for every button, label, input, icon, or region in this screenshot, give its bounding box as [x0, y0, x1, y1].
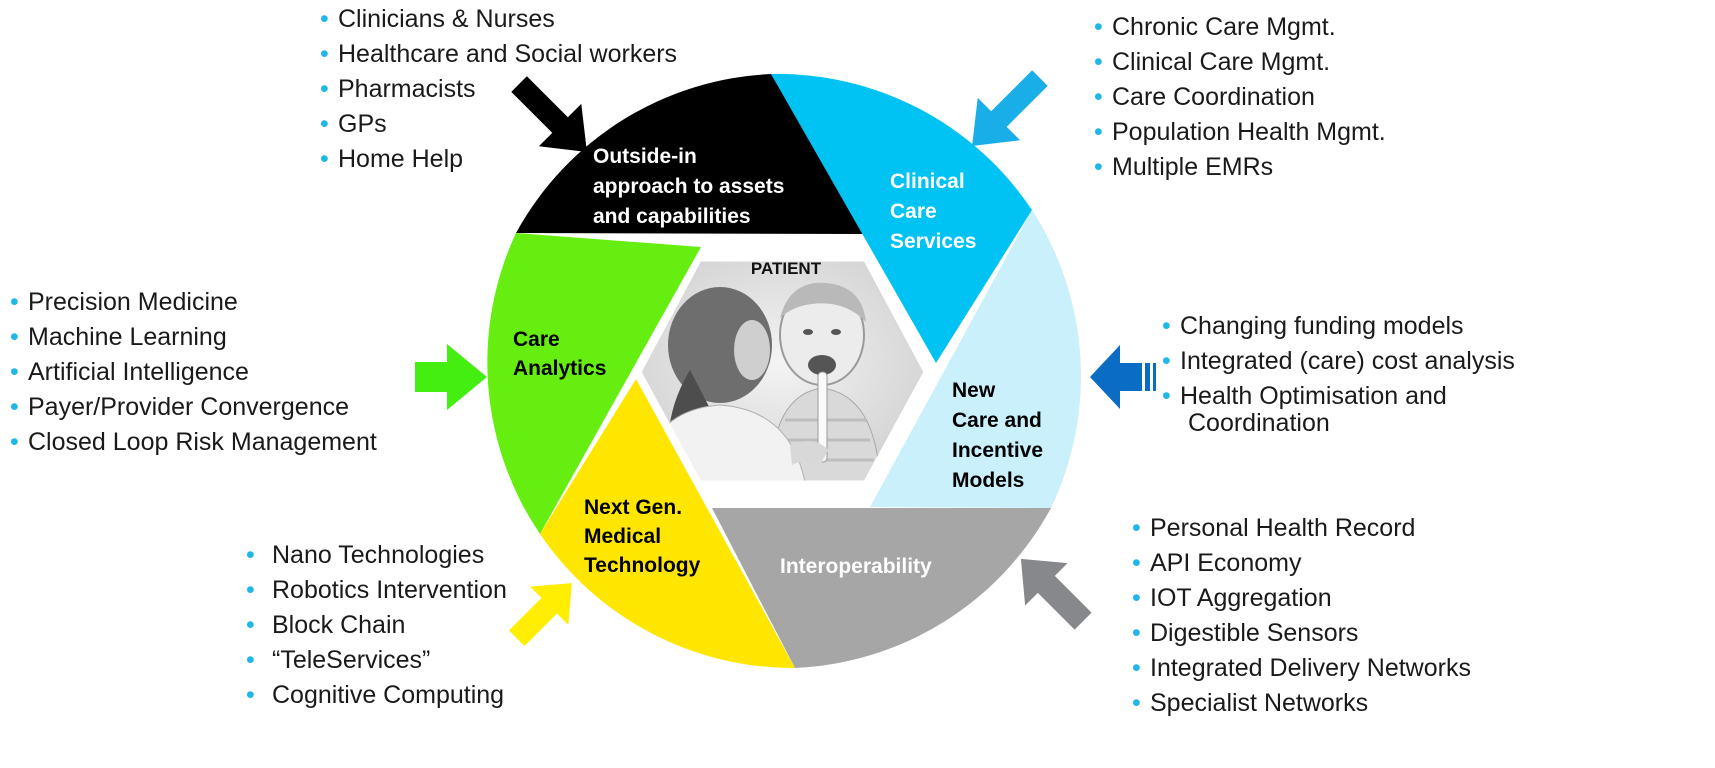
- people-list: Clinicians & Nurses Healthcare and Socia…: [316, 2, 677, 177]
- segment-care-analytics: [487, 233, 701, 534]
- arrow-interop-icon: [1020, 558, 1092, 630]
- list-item: Home Help: [316, 142, 677, 177]
- list-item: Specialist Networks: [1128, 686, 1471, 721]
- list-item: Integrated Delivery Networks: [1128, 651, 1471, 686]
- segment-outside-in: [516, 74, 866, 234]
- funding-list-continuation: Coordination: [1188, 409, 1330, 437]
- list-item: Pharmacists: [316, 72, 677, 107]
- svg-text:Technology: Technology: [584, 554, 701, 577]
- list-item: Multiple EMRs: [1090, 150, 1386, 185]
- funding-list: Changing funding models Integrated (care…: [1158, 309, 1515, 414]
- svg-text:Care: Care: [890, 200, 937, 223]
- list-item: GPs: [316, 107, 677, 142]
- list-item: Integrated (care) cost analysis: [1158, 344, 1515, 379]
- segment-interoperability: [712, 508, 1051, 668]
- list-item: Nano Technologies: [242, 538, 507, 573]
- list-item: Clinical Care Mgmt.: [1090, 45, 1386, 80]
- svg-text:Analytics: Analytics: [513, 357, 606, 380]
- svg-text:Clinical: Clinical: [890, 170, 965, 193]
- list-item: Clinicians & Nurses: [316, 2, 677, 37]
- segment-next-gen-medical-technology: [540, 379, 795, 669]
- arrow-funding-icon: [1090, 345, 1156, 409]
- list-item: Cognitive Computing: [242, 678, 507, 713]
- technology-list: Nano Technologies Robotics Intervention …: [242, 538, 507, 713]
- svg-text:Medical: Medical: [584, 525, 661, 548]
- arrow-technology-icon: [508, 583, 572, 647]
- list-item: Closed Loop Risk Management: [6, 425, 377, 460]
- svg-text:Care and: Care and: [952, 409, 1042, 432]
- list-item: IOT Aggregation: [1128, 581, 1471, 616]
- list-item: Health Optimisation and: [1158, 379, 1515, 414]
- svg-text:and capabilities: and capabilities: [593, 205, 751, 228]
- svg-text:Care: Care: [513, 328, 560, 351]
- list-item: Payer/Provider Convergence: [6, 390, 377, 425]
- label-clinical-care-services: Clinical Care Services: [890, 170, 976, 253]
- list-item: Healthcare and Social workers: [316, 37, 677, 72]
- list-item: Machine Learning: [6, 320, 377, 355]
- label-interoperability: Interoperability: [780, 555, 932, 578]
- label-care-analytics: Care Analytics: [513, 328, 606, 380]
- list-item: Artificial Intelligence: [6, 355, 377, 390]
- svg-text:Models: Models: [952, 469, 1024, 492]
- list-item: Chronic Care Mgmt.: [1090, 10, 1386, 45]
- patient-photo: [640, 260, 925, 482]
- svg-text:Services: Services: [890, 230, 976, 253]
- svg-text:Interoperability: Interoperability: [780, 555, 932, 578]
- analytics-list: Precision Medicine Machine Learning Arti…: [6, 285, 377, 460]
- list-item: Changing funding models: [1158, 309, 1515, 344]
- list-item: “TeleServices”: [242, 643, 507, 678]
- label-next-gen-medical-technology: Next Gen. Medical Technology: [584, 496, 701, 577]
- svg-text:Next Gen.: Next Gen.: [584, 496, 682, 519]
- svg-text:New: New: [952, 379, 996, 402]
- list-item: Precision Medicine: [6, 285, 377, 320]
- arrow-clinical-icon: [972, 70, 1048, 146]
- list-item: Personal Health Record: [1128, 511, 1471, 546]
- list-item: Robotics Intervention: [242, 573, 507, 608]
- svg-text:approach to assets: approach to assets: [593, 175, 784, 198]
- center-label: PATIENT: [751, 259, 822, 278]
- clinical-list: Chronic Care Mgmt. Clinical Care Mgmt. C…: [1090, 10, 1386, 185]
- list-item: Care Coordination: [1090, 80, 1386, 115]
- list-item: Population Health Mgmt.: [1090, 115, 1386, 150]
- list-item: Block Chain: [242, 608, 507, 643]
- label-new-care-models: New Care and Incentive Models: [952, 379, 1043, 492]
- arrow-analytics-icon: [415, 344, 487, 410]
- segment-new-care-models: [870, 210, 1081, 508]
- svg-text:Incentive: Incentive: [952, 439, 1043, 462]
- segment-clinical-care-services: [771, 73, 1032, 363]
- photo-frame: [638, 258, 927, 484]
- list-item: Digestible Sensors: [1128, 616, 1471, 651]
- interop-list: Personal Health Record API Economy IOT A…: [1128, 511, 1471, 721]
- list-item: API Economy: [1128, 546, 1471, 581]
